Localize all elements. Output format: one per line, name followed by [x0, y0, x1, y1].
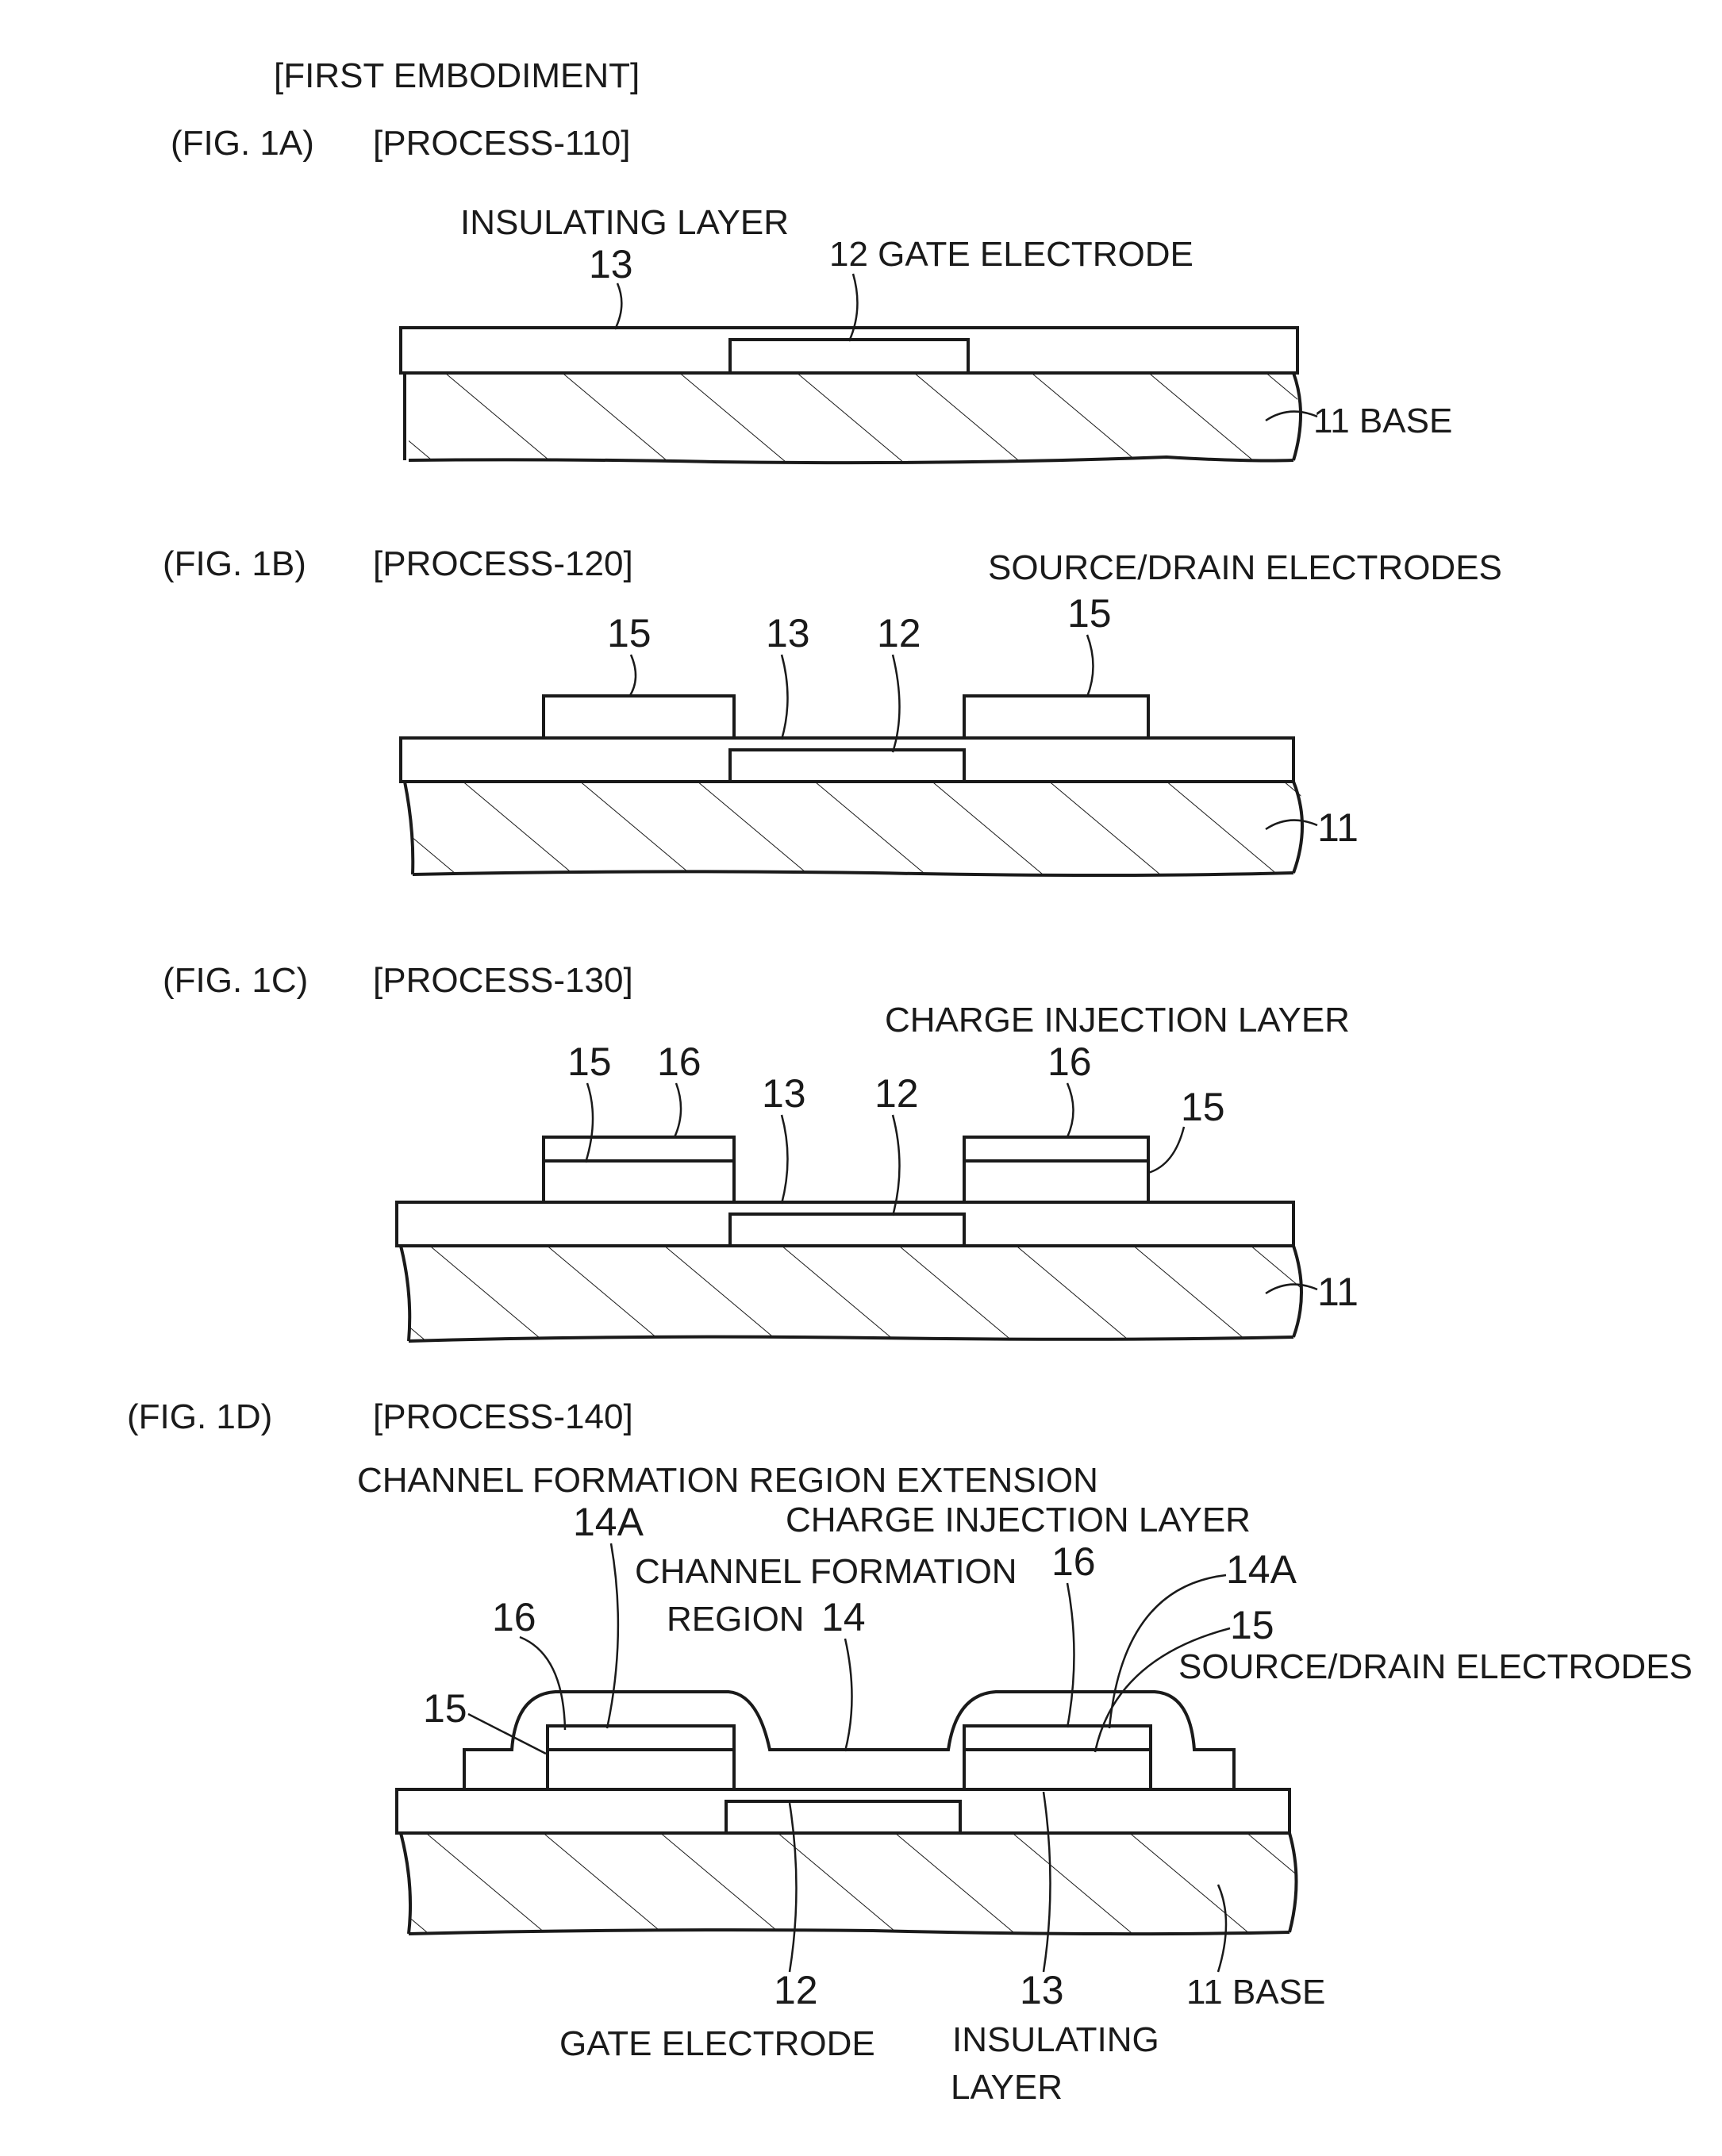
fig-1b-gate-electrode: [730, 750, 964, 782]
fig-1c-gate-electrode: [730, 1214, 964, 1246]
fig-1d-leader-15-left: [468, 1714, 546, 1754]
fig-1d-ref-14: 14: [821, 1595, 866, 1639]
fig-1b-ref-11: 11: [1317, 805, 1359, 850]
fig-1d-channel-formation-label-line1: CHANNEL FORMATION: [635, 1552, 1017, 1591]
fig-1d-charge-injection-layer-right: [964, 1726, 1151, 1750]
fig-1d-channel-formation-label-line2: REGION: [667, 1600, 805, 1639]
fig-1b-source-drain-electrode-left: [544, 696, 734, 738]
fig-1d-ref-16-left: 16: [492, 1595, 536, 1639]
fig-1d-ref-14a-left: 14A: [573, 1500, 644, 1544]
fig-1c-base: [401, 1246, 1301, 1341]
fig-1d-source-drain-electrodes-label: SOURCE/DRAIN ELECTRODES: [1178, 1647, 1693, 1686]
fig-1c-ref-11: 11: [1317, 1270, 1359, 1314]
fig-1c-ref-12: 12: [874, 1071, 919, 1116]
fig-1d-source-drain-electrode-right: [964, 1750, 1151, 1789]
fig-1c-label: (FIG. 1C): [163, 961, 308, 1000]
fig-1a-gate-electrode-label: 12 GATE ELECTRODE: [829, 235, 1193, 274]
fig-1b-ref-13: 13: [766, 611, 810, 655]
fig-1d-charge-injection-layer-label: CHARGE INJECTION LAYER: [786, 1501, 1251, 1539]
fig-1a-process: [PROCESS-110]: [373, 124, 630, 163]
fig-1d-ref-12: 12: [774, 1968, 818, 2012]
fig-1d-ref-16-right: 16: [1051, 1539, 1096, 1584]
fig-1c-leader-15-right: [1148, 1127, 1184, 1173]
fig-1d-leader-14: [845, 1639, 852, 1751]
fig-1b-leader-13: [782, 655, 788, 740]
fig-1b-leader-15-right: [1087, 635, 1094, 697]
fig-1c-source-drain-electrode-left: [544, 1161, 734, 1202]
fig-1b-process: [PROCESS-120]: [373, 544, 633, 583]
fig-1c-leader-15-left: [586, 1083, 593, 1163]
fig-1c-charge-injection-layer-left: [544, 1137, 734, 1161]
fig-1b-ref-12: 12: [877, 611, 921, 655]
fig-1c-ref-16-right: 16: [1047, 1040, 1092, 1084]
fig-1a-insulating-layer-label: INSULATING LAYER: [460, 203, 789, 242]
fig-1d-insulating-label-line2: LAYER: [951, 2068, 1063, 2107]
fig-1d-leader-16-left: [520, 1637, 565, 1730]
fig-1d-ref-14a-right: 14A: [1226, 1547, 1297, 1592]
fig-1d-ref-13: 13: [1020, 1968, 1064, 2012]
fig-1c-charge-injection-layer-right: [964, 1137, 1148, 1161]
figure-1c: (FIG. 1C) [PROCESS-130] CHARG: [163, 961, 1359, 1341]
figure-1d: (FIG. 1D) [PROCESS-140]: [127, 1397, 1693, 2107]
fig-1a-leader-12: [849, 274, 857, 341]
fig-1d-source-drain-electrode-left: [548, 1750, 734, 1789]
fig-1a-base-label: 11 BASE: [1313, 402, 1452, 440]
fig-1d-ref-15-right: 15: [1230, 1603, 1274, 1647]
fig-1c-charge-injection-layer-label: CHARGE INJECTION LAYER: [885, 1001, 1350, 1040]
fig-1c-source-drain-electrode-right: [964, 1161, 1148, 1202]
fig-1b-ref-15-left: 15: [607, 611, 652, 655]
fig-1b-source-drain-electrode-right: [964, 696, 1148, 738]
fig-1c-leader-16-left: [675, 1083, 681, 1137]
fig-1b-ref-15-right: 15: [1067, 591, 1112, 636]
fig-1d-gate-electrode: [726, 1801, 960, 1833]
fig-1a-leader-13: [615, 283, 621, 329]
fig-1d-process: [PROCESS-140]: [373, 1397, 633, 1436]
fig-1c-leader-12: [893, 1115, 900, 1216]
fig-1a-base: [405, 373, 1301, 463]
fig-1c-process: [PROCESS-130]: [373, 961, 633, 1000]
fig-1a-ref-13: 13: [589, 242, 633, 286]
fig-1d-leader-14a-left: [607, 1543, 618, 1728]
fig-1c-ref-16-left: 16: [657, 1040, 701, 1084]
fig-1d-base: [401, 1833, 1297, 1934]
fig-1b-label: (FIG. 1B): [163, 544, 306, 583]
fig-1d-charge-injection-layer-left: [548, 1726, 734, 1750]
sheet-title: [FIRST EMBODIMENT]: [274, 56, 640, 95]
figure-1b: (FIG. 1B) [PROCESS-120] SOURCE/DRAIN ELE…: [163, 544, 1502, 875]
fig-1c-leader-13: [782, 1115, 788, 1204]
fig-1d-channel-formation-region-extension-label: CHANNEL FORMATION REGION EXTENSION: [357, 1461, 1098, 1500]
fig-1d-insulating-label-line1: INSULATING: [952, 2020, 1159, 2059]
fig-1c-ref-15-left: 15: [567, 1040, 612, 1084]
fig-1d-label: (FIG. 1D): [127, 1397, 272, 1436]
fig-1d-leader-16-right: [1067, 1583, 1074, 1727]
fig-1c-leader-16-right: [1067, 1083, 1074, 1137]
fig-1b-base: [405, 782, 1303, 875]
fig-1c-ref-13: 13: [762, 1071, 806, 1116]
fig-1d-ref-15-left: 15: [423, 1686, 467, 1731]
fig-1b-source-drain-electrodes-label: SOURCE/DRAIN ELECTRODES: [988, 548, 1502, 587]
fig-1d-gate-electrode-label: GATE ELECTRODE: [559, 2024, 875, 2063]
fig-1b-leader-15-left: [629, 655, 636, 697]
fig-1c-ref-15-right: 15: [1181, 1085, 1225, 1129]
fig-1d-base-label: 11 BASE: [1186, 1973, 1325, 2012]
fig-1a-gate-electrode: [730, 340, 968, 373]
figure-1a: (FIG. 1A) [PROCESS-110] INSULATING LAYER…: [171, 124, 1452, 463]
fig-1a-label: (FIG. 1A): [171, 124, 314, 163]
